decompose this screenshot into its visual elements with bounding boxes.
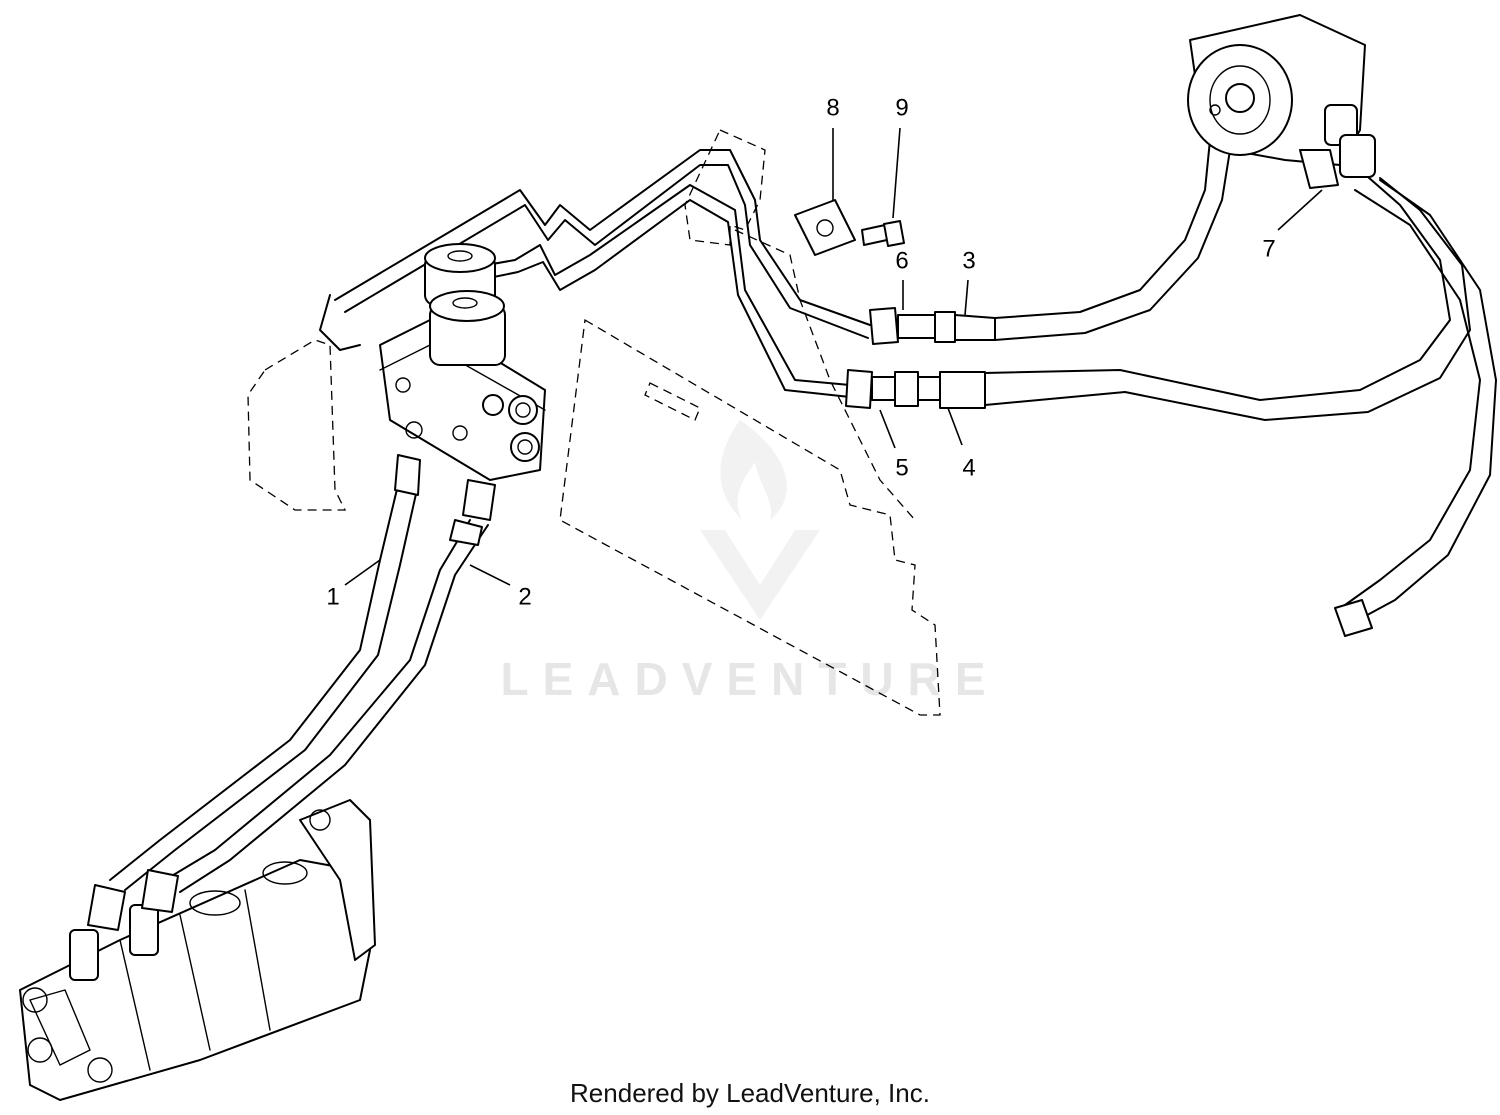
hydraulic-motor [19, 799, 376, 1101]
callout-leaders [344, 127, 1323, 586]
hose-fittings [845, 307, 996, 409]
left-bracket [247, 339, 347, 511]
footer-credit: Rendered by LeadVenture, Inc. [570, 1078, 930, 1108]
callout-2: 2 [518, 583, 531, 610]
callout-9: 9 [895, 94, 908, 121]
clamp-bolt [861, 220, 905, 247]
callout-7: 7 [1262, 235, 1275, 262]
watermark-logo-icon [700, 420, 820, 620]
hose-pair-to-motor [109, 454, 496, 893]
hydraulic-tubes [319, 149, 871, 398]
hydraulic-pump [1187, 14, 1376, 189]
callout-3: 3 [962, 247, 975, 274]
callout-5: 5 [895, 454, 908, 481]
valve-block [379, 243, 546, 481]
callout-6: 6 [895, 247, 908, 274]
watermark-text: LEADVENTURE [500, 653, 999, 705]
hoses-to-pump [984, 139, 1497, 637]
hose-clamp [794, 199, 856, 256]
mounting-plate [559, 129, 941, 716]
callout-8: 8 [826, 94, 839, 121]
callout-4: 4 [962, 454, 975, 481]
callout-1: 1 [326, 583, 339, 610]
